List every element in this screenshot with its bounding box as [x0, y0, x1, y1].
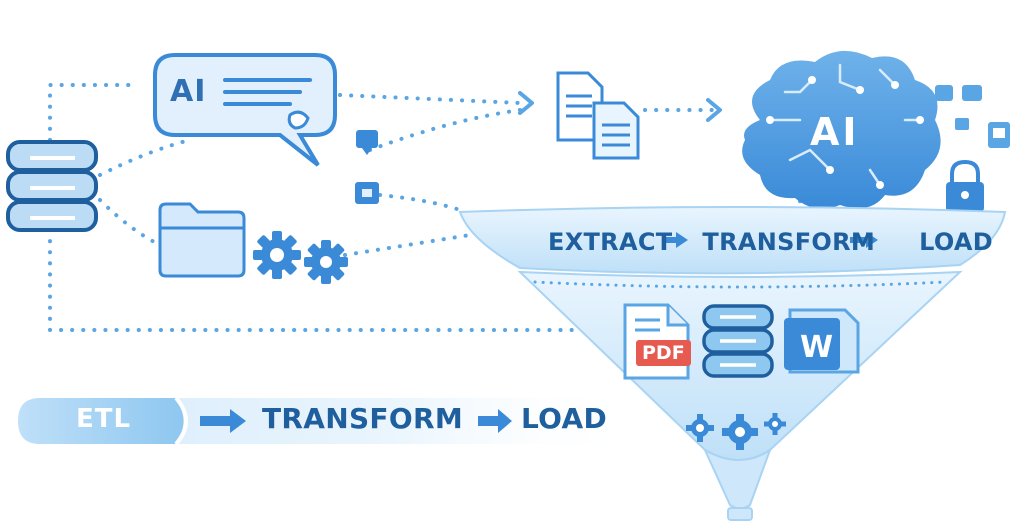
- pdf-label: PDF: [636, 340, 691, 366]
- connector-tag-to-docs: [368, 108, 522, 152]
- connector-gears-to-funnel: [343, 233, 472, 257]
- brain-satellite-icons: [935, 85, 1010, 148]
- connector-db-to-bubble: [48, 83, 132, 142]
- document-icon: [556, 71, 640, 160]
- speech-bubble-icon: [153, 53, 337, 167]
- connector-db-bottom: [48, 228, 642, 332]
- etl-pipeline-band: [18, 396, 640, 446]
- word-label: W: [800, 330, 834, 365]
- connector-db-to-bubble-lower: [98, 138, 192, 177]
- arrowhead-to-brain: [706, 98, 722, 122]
- funnel-title: EXTRACT TRANSFORM LOAD: [548, 228, 993, 256]
- dotted-connectors: [48, 83, 802, 332]
- brain-ai-label: AI: [810, 110, 860, 154]
- funnel-title-arrows: [662, 232, 878, 248]
- brain-icon: [742, 50, 941, 209]
- funnel-load-label: LOAD: [919, 228, 993, 256]
- gear-icon: [253, 231, 348, 284]
- pipeline-labels: TRANSFORM LOAD: [262, 402, 607, 435]
- pipeline-load-label: LOAD: [520, 402, 607, 435]
- funnel-gears: [686, 413, 786, 450]
- database-icon: [6, 140, 98, 232]
- funnel-extract-label: EXTRACT: [548, 228, 673, 256]
- folder-icon: [158, 202, 246, 278]
- connector-bubble-to-docs: [338, 93, 522, 105]
- funnel-transform-label: TRANSFORM: [702, 228, 876, 256]
- bubble-ai-label: AI: [170, 74, 207, 109]
- word-file-icon: [784, 308, 860, 374]
- database-small-icon: [702, 304, 774, 378]
- pipeline-transform-label: TRANSFORM: [262, 402, 463, 435]
- arrowhead-to-docs: [518, 91, 534, 115]
- small-file-icon: [355, 182, 379, 204]
- connector-db-to-folder: [98, 198, 162, 247]
- lock-icon: [946, 159, 984, 212]
- connector-tag2-to-funnel: [378, 193, 462, 212]
- etl-label: ETL: [76, 404, 132, 434]
- pipeline-arrows: [200, 409, 512, 433]
- connector-arrowheads: [518, 91, 722, 122]
- tag-icon: [356, 130, 378, 155]
